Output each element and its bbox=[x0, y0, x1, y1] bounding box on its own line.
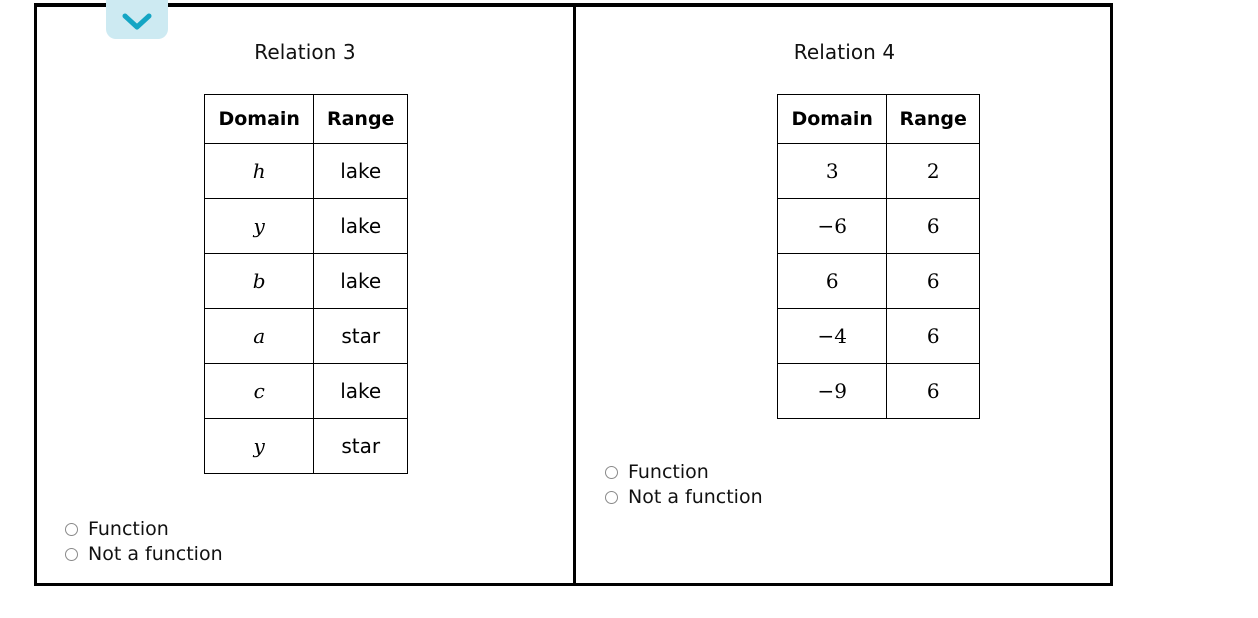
cell-domain: −4 bbox=[776, 308, 888, 364]
cell-domain: −6 bbox=[776, 198, 888, 254]
cell-range: 6 bbox=[886, 308, 980, 364]
radio-option-function[interactable]: Function bbox=[65, 520, 223, 539]
cell-range: 6 bbox=[886, 253, 980, 309]
table-row: −9 6 bbox=[776, 363, 980, 419]
cell-domain: 6 bbox=[776, 253, 888, 309]
table-row: −4 6 bbox=[776, 308, 980, 364]
table-row: a star bbox=[203, 308, 408, 364]
table-row: y star bbox=[203, 418, 408, 474]
column-header-range: Range bbox=[886, 94, 980, 144]
cell-domain: h bbox=[203, 143, 315, 199]
page-title-relation-3: Relation 3 bbox=[254, 40, 356, 64]
cell-range: 6 bbox=[886, 363, 980, 419]
table-row: y lake bbox=[203, 198, 408, 254]
cell-domain: y bbox=[203, 198, 315, 254]
cell-range: star bbox=[313, 308, 408, 364]
cell-domain: b bbox=[203, 253, 315, 309]
radio-option-not-a-function[interactable]: Not a function bbox=[65, 545, 223, 564]
cell-range: star bbox=[313, 418, 408, 474]
chevron-down-icon bbox=[122, 13, 152, 31]
relation-3-table: Domain Range h lake y lake b lak bbox=[203, 94, 408, 474]
cell-range: lake bbox=[313, 198, 408, 254]
cell-range: lake bbox=[313, 253, 408, 309]
table-header-row: Domain Range bbox=[776, 94, 980, 144]
panel-divider bbox=[573, 7, 576, 584]
radio-button-function[interactable] bbox=[65, 523, 78, 536]
radio-option-function[interactable]: Function bbox=[605, 463, 763, 482]
table-row: 3 2 bbox=[776, 143, 980, 199]
radio-button-not-a-function[interactable] bbox=[65, 548, 78, 561]
relation-4-table: Domain Range 3 2 −6 6 6 6 bbox=[776, 94, 980, 419]
cell-range: 6 bbox=[886, 198, 980, 254]
radio-button-not-a-function[interactable] bbox=[605, 491, 618, 504]
cell-domain: −9 bbox=[776, 363, 888, 419]
radio-label-function: Function bbox=[88, 518, 169, 540]
column-header-domain: Domain bbox=[776, 94, 888, 144]
table-row: b lake bbox=[203, 253, 408, 309]
table-header-row: Domain Range bbox=[203, 94, 408, 144]
panel-relation-3: Relation 3 Domain Range h lake y lake bbox=[37, 7, 573, 584]
answer-options-relation-3: Function Not a function bbox=[65, 520, 223, 564]
column-header-range: Range bbox=[313, 94, 408, 144]
table-row: 6 6 bbox=[776, 253, 980, 309]
cell-domain: c bbox=[203, 363, 315, 419]
answer-options-relation-4: Function Not a function bbox=[605, 463, 763, 507]
radio-label-function: Function bbox=[628, 461, 709, 483]
cell-range: lake bbox=[313, 143, 408, 199]
radio-button-function[interactable] bbox=[605, 466, 618, 479]
page-title-relation-4: Relation 4 bbox=[793, 40, 896, 64]
radio-option-not-a-function[interactable]: Not a function bbox=[605, 488, 763, 507]
question-frame: Relation 3 Domain Range h lake y lake bbox=[34, 3, 1113, 586]
cell-domain: y bbox=[203, 418, 315, 474]
table-row: h lake bbox=[203, 143, 408, 199]
column-header-domain: Domain bbox=[203, 94, 315, 144]
cell-range: lake bbox=[313, 363, 408, 419]
radio-label-not-a-function: Not a function bbox=[628, 486, 763, 508]
cell-domain: a bbox=[203, 308, 315, 364]
table-row: −6 6 bbox=[776, 198, 980, 254]
table-row: c lake bbox=[203, 363, 408, 419]
panel-relation-4: Relation 4 Domain Range 3 2 −6 6 bbox=[576, 7, 1113, 584]
cell-domain: 3 bbox=[776, 143, 888, 199]
radio-label-not-a-function: Not a function bbox=[88, 543, 223, 565]
collapse-toggle-button[interactable] bbox=[106, 0, 168, 39]
cell-range: 2 bbox=[886, 143, 980, 199]
